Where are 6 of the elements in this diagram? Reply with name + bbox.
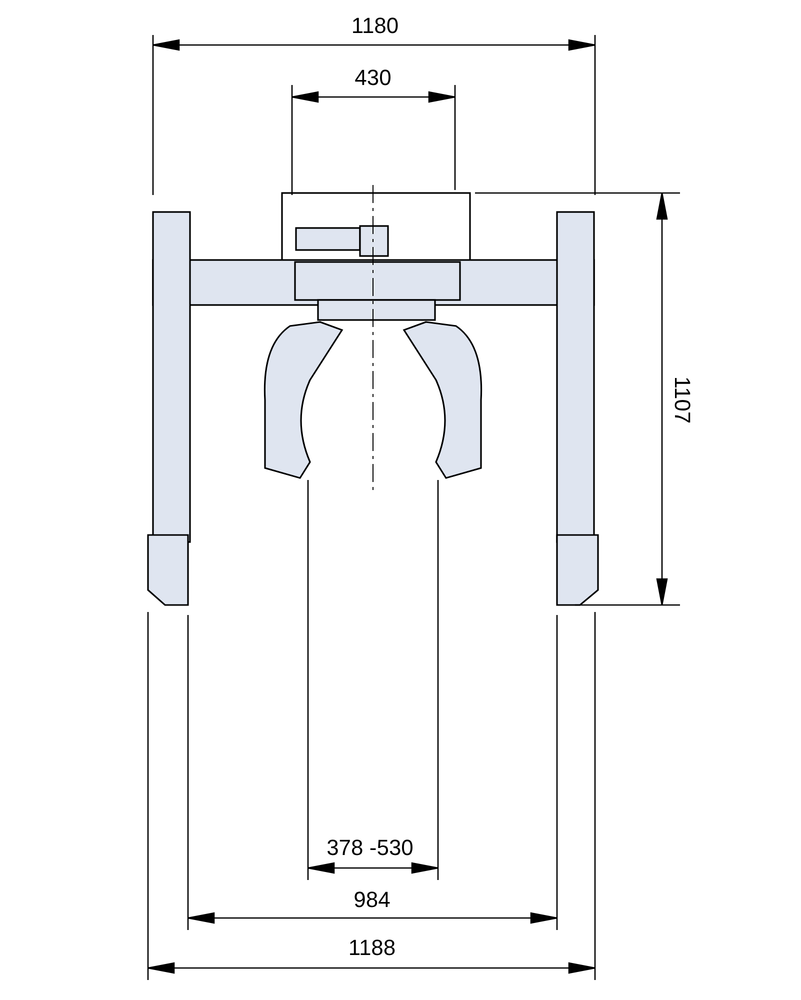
dimension-label: 984 — [354, 889, 390, 911]
dimension-label: 430 — [354, 67, 392, 89]
dimension-label: 1107 — [671, 376, 693, 424]
dimension-label: 1188 — [348, 937, 396, 959]
dimension-label: 1180 — [351, 15, 399, 37]
dimension-label: 378 -530 — [326, 837, 414, 859]
